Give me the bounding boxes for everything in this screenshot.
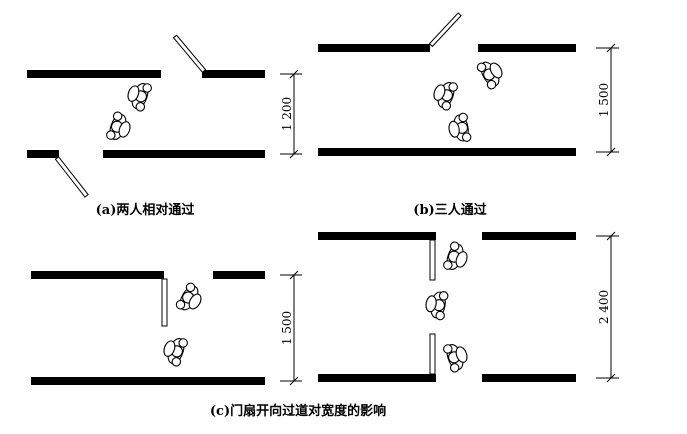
door-leaf-top (172, 34, 207, 73)
wall-top-left (318, 44, 430, 52)
wall-top-left (31, 271, 164, 279)
door-leaf (428, 12, 462, 48)
person-icon (441, 339, 472, 374)
dimension-label: 2 400 (597, 290, 611, 324)
door-leaf (161, 278, 168, 327)
dimension-label: 1 200 (280, 97, 294, 131)
person-icon (123, 78, 154, 113)
dimension-b: 1 500 (596, 43, 619, 157)
wall-bottom-left (318, 374, 436, 382)
person-icon (441, 240, 472, 275)
wall-bottom-right (103, 150, 265, 158)
caption-c: (c)门扇开向过道对宽度的影响 (210, 403, 386, 419)
person-icon (429, 77, 460, 112)
person-icon (475, 55, 509, 91)
dimension-a: 1 200 (280, 69, 302, 159)
wall-top-left (318, 232, 436, 240)
wall-bottom (318, 148, 576, 156)
wall-bottom-right (482, 374, 576, 382)
wall-top-left (27, 70, 161, 78)
caption-b: (b)三人通过 (413, 202, 486, 218)
dimension-label: 1 500 (280, 311, 294, 345)
dimension-c-left: 1 500 (280, 270, 302, 386)
panel-c-left: 1 500 (31, 270, 302, 386)
door-leaf-top (429, 239, 436, 281)
door-leaf-bottom (54, 156, 89, 198)
door-leaf-bottom (429, 333, 436, 375)
wall-bottom (31, 377, 265, 385)
panel-c-right: 2 400 (318, 231, 619, 383)
caption-a: (a)两人相对通过 (96, 202, 195, 218)
wall-top-right (478, 44, 576, 52)
dimension-label: 1 500 (597, 83, 611, 117)
wall-top-right (213, 271, 265, 279)
person-icon (423, 288, 450, 321)
person-icon (104, 110, 135, 145)
wall-top-right (202, 70, 265, 78)
panel-a: 1 200 (a)两人相对通过 (27, 34, 302, 218)
wall-bottom-left (27, 150, 59, 158)
panel-b: 1 500 (b)三人通过 (318, 12, 619, 218)
person-icon (159, 333, 190, 368)
person-icon (174, 281, 208, 317)
wall-top-right (482, 232, 576, 240)
person-icon (446, 112, 473, 145)
dimension-c-right: 2 400 (596, 231, 619, 383)
